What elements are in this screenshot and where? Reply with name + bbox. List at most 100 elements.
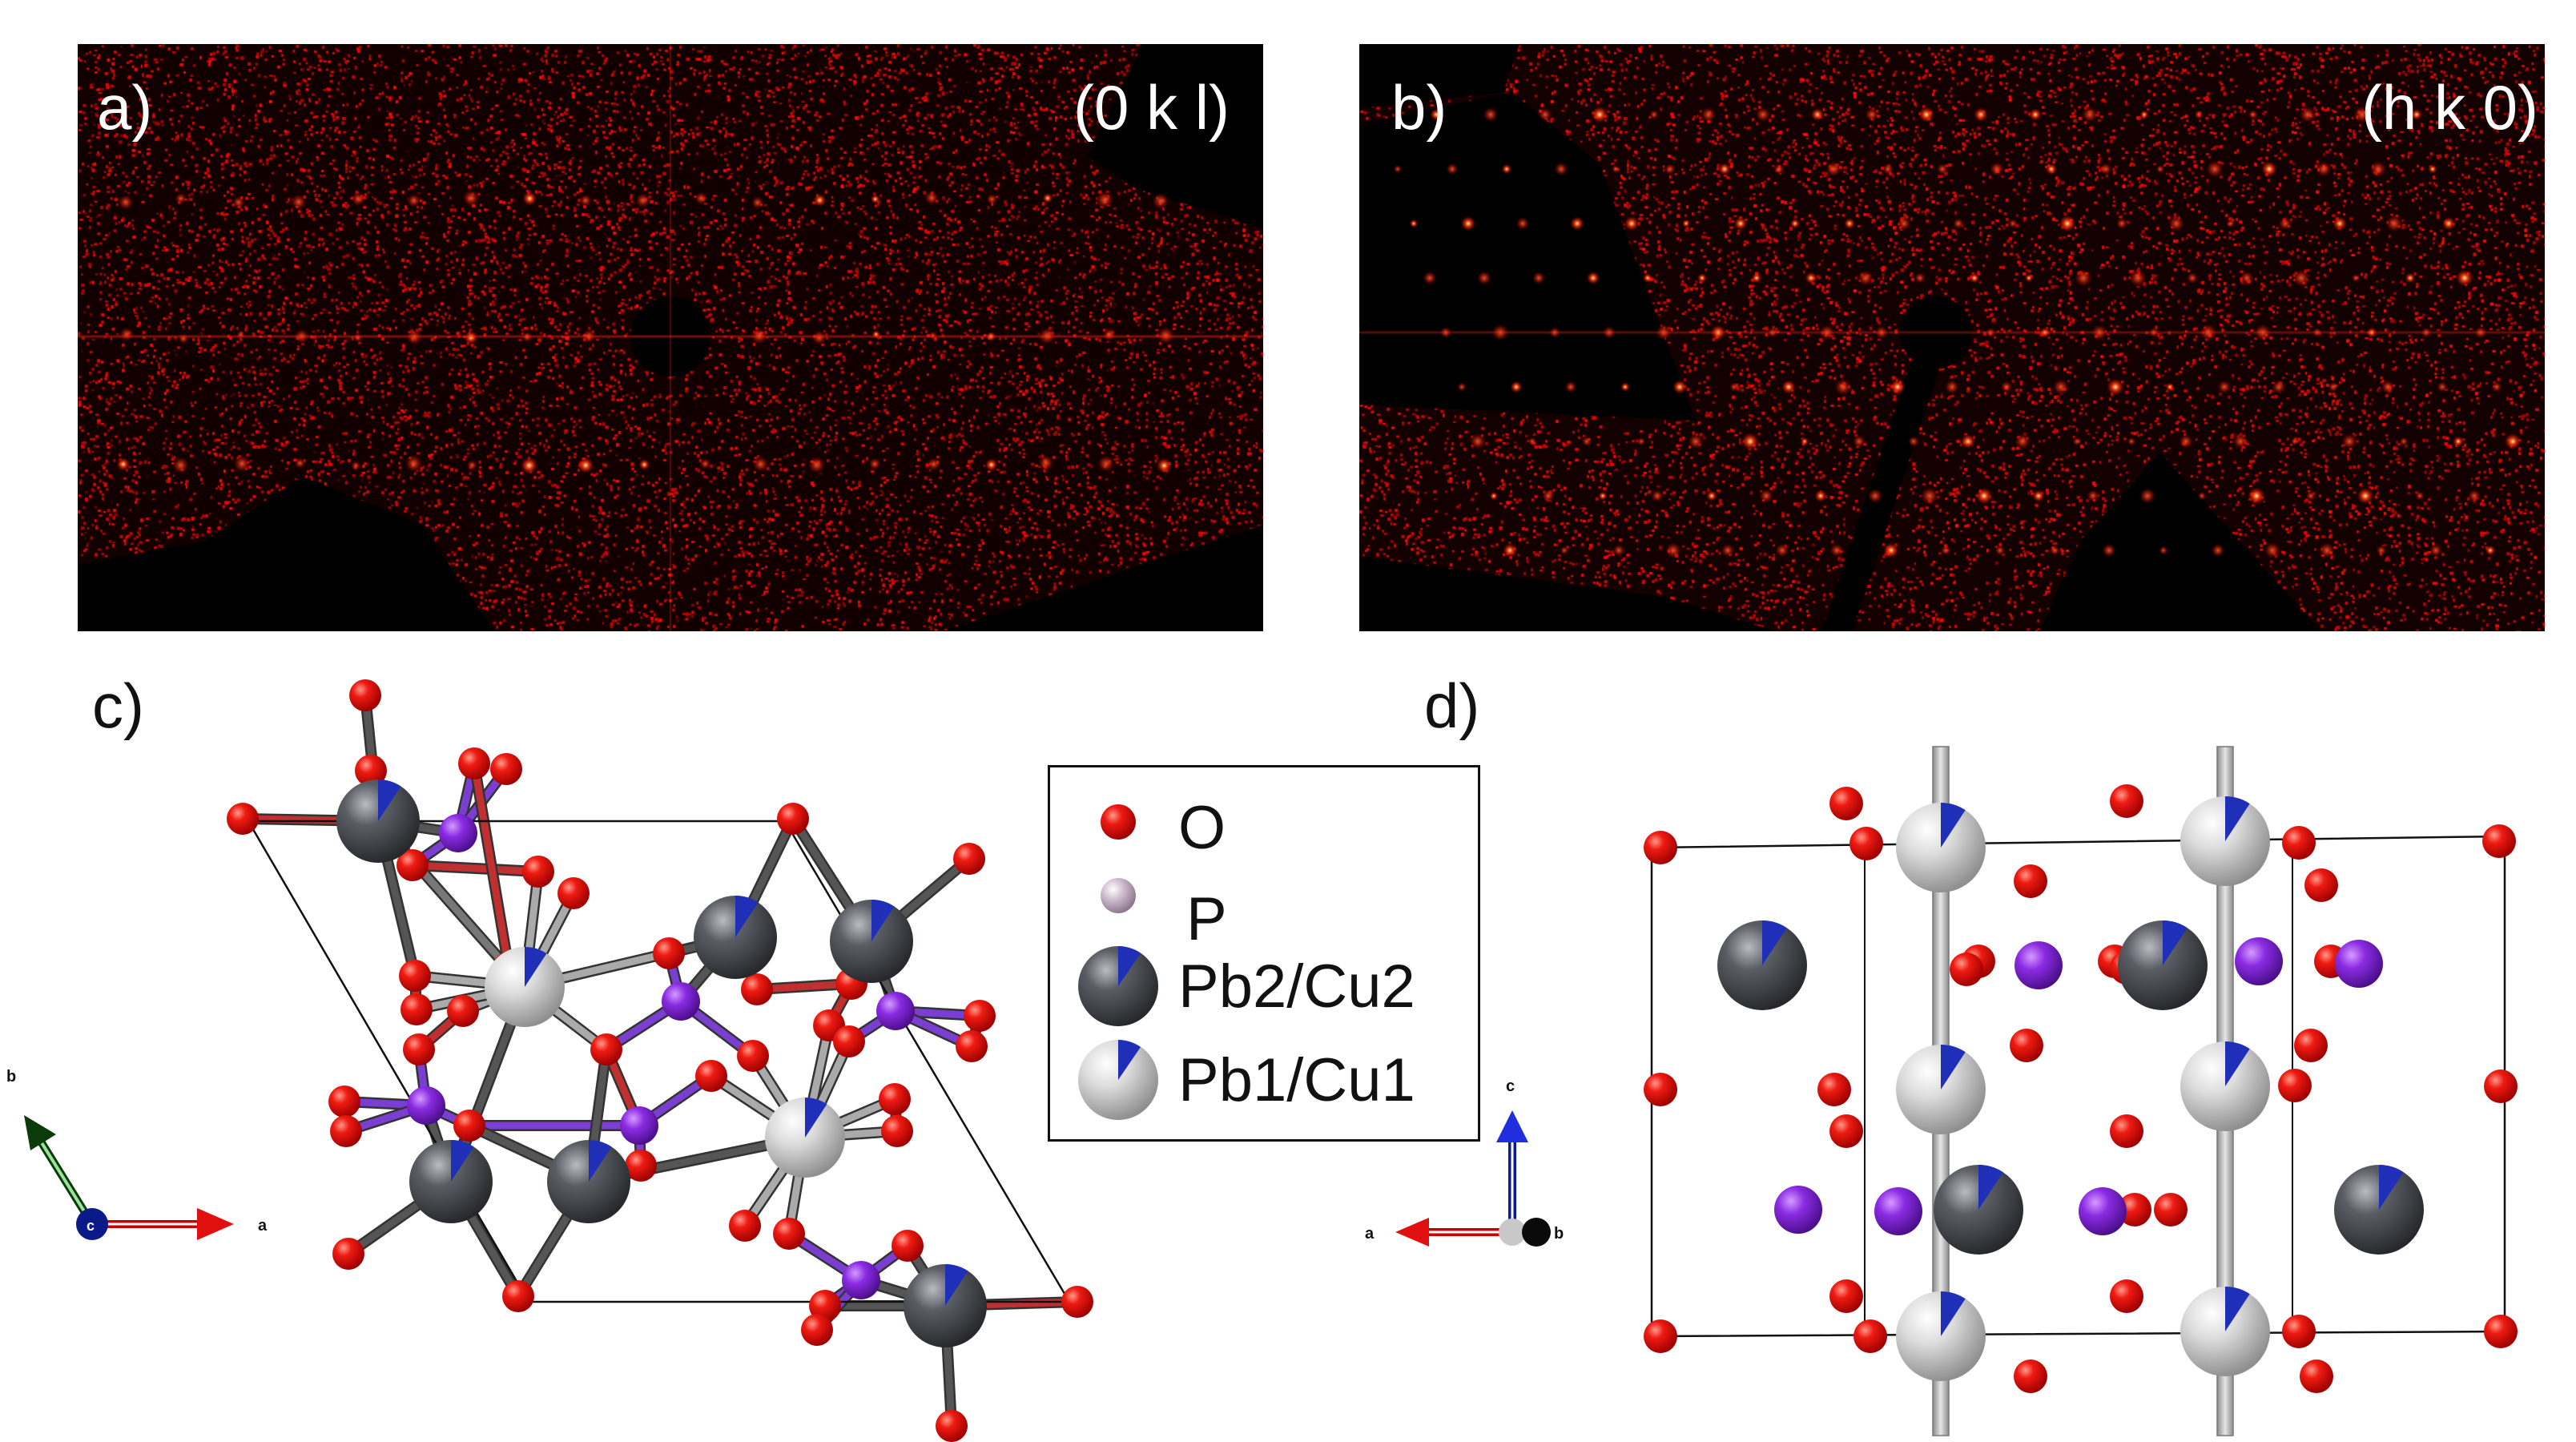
oxygen-atom xyxy=(502,1280,534,1312)
oxygen-atom xyxy=(2010,1029,2043,1062)
panel-c-label: c) xyxy=(92,671,144,741)
oxygen-atom xyxy=(1061,1286,1093,1318)
phosphorus-atom xyxy=(2079,1187,2127,1235)
axis-label-b: b xyxy=(1554,1225,1564,1243)
oxygen-atom xyxy=(328,1086,360,1118)
cu-occupancy-wedge xyxy=(2163,920,2188,965)
oxygen-atom xyxy=(590,1033,622,1065)
oxygen-atom xyxy=(2110,784,2143,818)
oxygen-atom xyxy=(1950,953,1983,986)
phosphorus-atom xyxy=(2015,941,2063,989)
cu-occupancy-wedge xyxy=(1978,1165,2003,1210)
axis-label-c: c xyxy=(87,1218,95,1234)
oxygen-atom xyxy=(2484,1315,2518,1348)
oxygen-atom xyxy=(1849,827,1883,860)
oxygen-atom xyxy=(2014,864,2047,898)
oxygen-atom xyxy=(892,1230,924,1262)
panel-c-atoms xyxy=(227,679,1093,1442)
panel-a-label: a) xyxy=(97,72,153,143)
oxygen-atom xyxy=(879,1083,911,1115)
chemical-bond xyxy=(470,759,513,972)
oxygen-atom xyxy=(522,856,554,888)
cu-occupancy-wedge xyxy=(378,779,401,821)
panel-d-atoms xyxy=(1644,784,2518,1393)
panel-c-unit-cell xyxy=(246,820,1072,1303)
oxygen-atom xyxy=(956,1030,988,1062)
oxygen-atom xyxy=(964,1000,996,1032)
axis-label-c: c xyxy=(1506,1077,1515,1095)
oxygen-atom xyxy=(2482,824,2516,858)
unit-cell-outline xyxy=(246,820,1072,1303)
unit-cell-outline xyxy=(1650,835,2506,1338)
oxygen-atom-icon xyxy=(1101,804,1136,840)
legend-label-pb2-cu2: Pb2/Cu2 xyxy=(1178,953,1415,1021)
oxygen-atom xyxy=(2304,868,2338,902)
oxygen-atom xyxy=(557,877,590,909)
diffraction-panel-0kl: a) (0 k l) xyxy=(78,44,1263,631)
oxygen-atom xyxy=(1829,1114,1863,1148)
cu-occupancy-wedge xyxy=(2379,1165,2404,1210)
phosphorus-atom xyxy=(842,1261,880,1299)
pb2-cu2-atom-icon xyxy=(1078,946,1158,1026)
oxygen-atom xyxy=(625,1150,657,1182)
phosphorus-atom xyxy=(2235,937,2283,985)
oxygen-atom xyxy=(1854,1319,1887,1353)
oxygen-atom xyxy=(2300,1359,2333,1393)
oxygen-atom xyxy=(447,995,479,1027)
phosphorus-atom xyxy=(876,992,915,1030)
cu-occupancy-wedge xyxy=(2225,1287,2250,1331)
oxygen-atom xyxy=(227,803,259,835)
oxygen-atom xyxy=(1817,1073,1851,1106)
oxygen-atom xyxy=(1829,787,1863,820)
oxygen-atom xyxy=(2278,1069,2312,1102)
oxygen-atom xyxy=(2282,1315,2316,1348)
diffraction-image-hk0 xyxy=(1359,44,2545,631)
axis-label-a: a xyxy=(258,1217,268,1235)
legend-item-pb1-cu1: Pb1/Cu1 xyxy=(1050,1036,1478,1120)
oxygen-atom xyxy=(332,1238,364,1270)
crystal-axes-icon: b a c xyxy=(6,1068,268,1240)
legend-label-oxygen: O xyxy=(1178,794,1226,862)
cu-occupancy-wedge xyxy=(2225,796,2250,841)
cu-occupancy-wedge xyxy=(451,1140,474,1182)
cu-occupancy-wedge xyxy=(525,947,547,987)
oxygen-atom xyxy=(801,1314,833,1346)
oxygen-atom xyxy=(881,1115,913,1147)
diffraction-image-0kl xyxy=(78,44,1263,631)
oxygen-atom xyxy=(2282,826,2316,860)
cu-occupancy-wedge xyxy=(871,900,895,941)
cu-occupancy-wedge xyxy=(735,896,759,937)
panel-d-unit-cell xyxy=(1650,746,2506,1436)
oxygen-atom xyxy=(2110,1114,2143,1148)
oxygen-atom xyxy=(2154,1193,2188,1227)
phosphorus-atom xyxy=(2335,940,2383,988)
cu-occupancy-wedge xyxy=(1941,1045,1966,1090)
oxygen-atom xyxy=(490,753,522,785)
oxygen-atom xyxy=(2484,1069,2518,1103)
oxygen-atom xyxy=(403,1033,435,1065)
oxygen-atom xyxy=(2014,1359,2047,1393)
oxygen-atom xyxy=(2294,1029,2328,1062)
phosphorus-atom xyxy=(407,1086,445,1125)
legend-label-phosphorus: P xyxy=(1186,885,1227,953)
cu-occupancy-wedge xyxy=(2225,1041,2250,1086)
cu-occupancy-wedge xyxy=(1762,920,1787,965)
axis-label-a: a xyxy=(1365,1225,1375,1243)
oxygen-atom xyxy=(1644,1319,1677,1353)
oxygen-atom xyxy=(936,1410,968,1442)
axis-label-b: b xyxy=(6,1068,16,1086)
oxygen-atom xyxy=(355,755,387,787)
phosphorus-atom xyxy=(620,1106,658,1145)
panel-b-index: (h k 0) xyxy=(2361,72,2538,143)
oxygen-atom xyxy=(458,747,490,779)
oxygen-atom xyxy=(1644,831,1677,864)
panel-d-label: d) xyxy=(1424,671,1480,741)
cu-occupancy-wedge xyxy=(589,1140,612,1182)
phosphorus-atom xyxy=(662,982,700,1021)
panel-b-label: b) xyxy=(1391,72,1447,143)
oxygen-atom xyxy=(773,1218,805,1250)
cu-occupancy-wedge xyxy=(945,1264,968,1306)
diffraction-panel-hk0: b) (h k 0) xyxy=(1359,44,2545,631)
cu-occupancy-wedge xyxy=(805,1098,827,1138)
cu-occupancy-wedge xyxy=(1941,803,1966,848)
